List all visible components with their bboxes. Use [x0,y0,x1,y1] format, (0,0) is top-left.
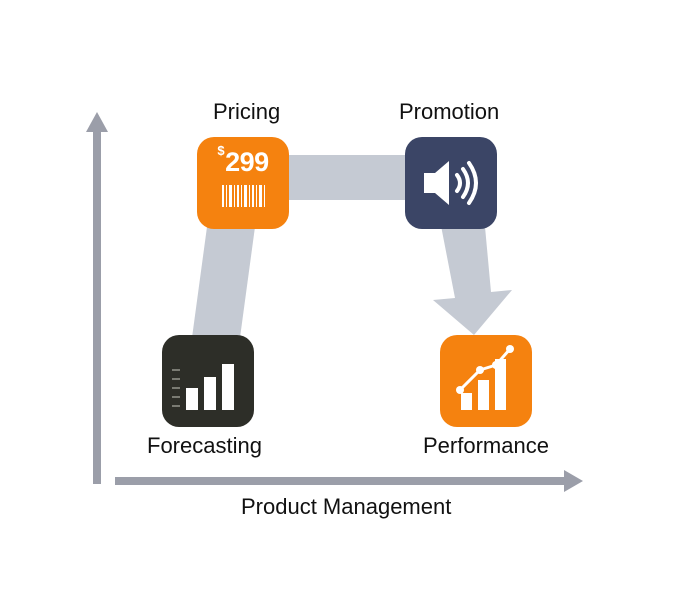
y-axis [86,112,108,484]
growth-chart-icon [456,345,514,410]
forecasting-tile [162,335,254,427]
flow-arrow-promotion-to-performance [433,205,512,335]
pricing-label: Pricing [213,99,281,124]
y-axis-arrowhead [86,112,108,132]
promotion-tile [405,137,497,229]
pricing-tile: $299 [197,137,289,229]
x-axis-label: Product Management [241,494,452,519]
price-amount: 299 [225,147,269,177]
barcode-icon [222,185,265,207]
bar-chart-icon [172,364,234,410]
forecasting-label: Forecasting [147,433,262,458]
x-axis-arrowhead [564,470,583,492]
speaker-icon [424,161,478,205]
price-tag: $299 [197,143,289,178]
promotion-label: Promotion [399,99,500,124]
x-axis [115,470,583,492]
performance-label: Performance [423,433,549,458]
flow-path-pricing-to-promotion [240,155,455,200]
performance-tile [440,335,532,427]
price-currency: $ [217,143,225,158]
